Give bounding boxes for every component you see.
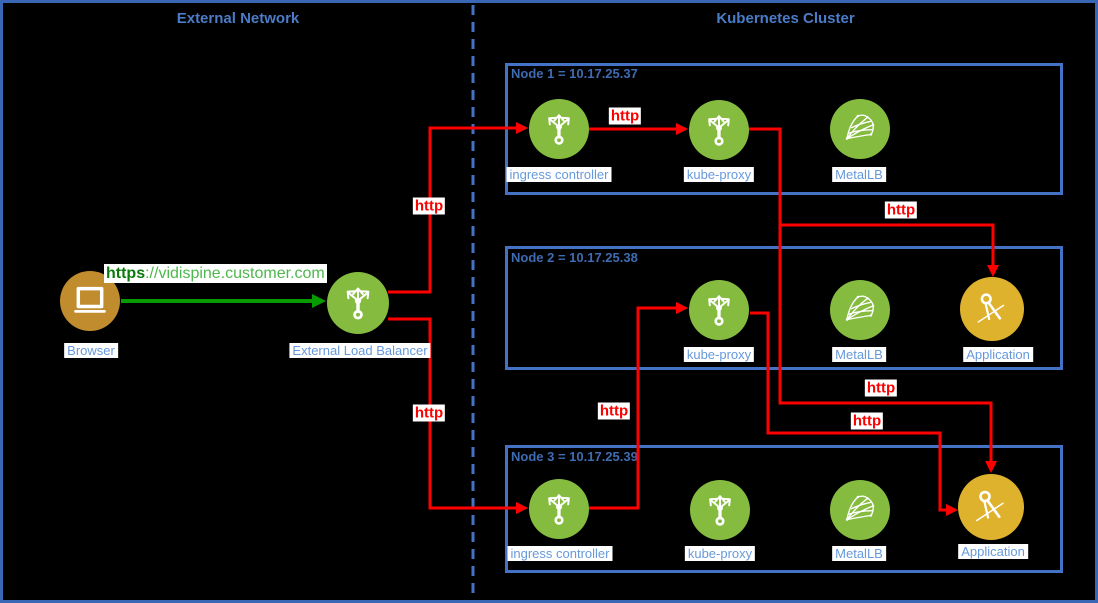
https-url-label: https://vidispine.customer.com — [104, 264, 327, 283]
url-rest-text: ://vidispine.customer.com — [145, 265, 325, 282]
edge-lb-to-node1-ingress-arrowhead — [516, 122, 528, 134]
url-scheme-text: https — [106, 265, 146, 282]
kubernetes-cluster-title: Kubernetes Cluster — [716, 10, 855, 27]
load-balancer-icon — [708, 115, 730, 146]
edge-lb-to-node3-ingress-arrowhead — [516, 502, 528, 514]
node2-title: Node 2 = 10.17.25.38 — [511, 250, 638, 265]
node1-kube-proxy-label: kube-proxy — [683, 167, 755, 182]
application-icon — [976, 490, 1004, 522]
metallb-icon — [845, 295, 875, 321]
node3-kube-proxy-node — [690, 480, 750, 540]
node1-title: Node 1 = 10.17.25.37 — [511, 66, 638, 81]
browser-icon — [74, 286, 106, 313]
metallb-icon — [845, 495, 875, 521]
http-label-node1-kubeproxy-to-node2-app: http — [884, 201, 918, 219]
node2-application-label: Application — [963, 347, 1033, 362]
application-icon — [977, 293, 1005, 323]
node3-application-node — [958, 474, 1024, 540]
external-network-title: External Network — [176, 10, 300, 27]
load-balancer-icon — [708, 295, 730, 326]
external-load-balancer-node — [327, 272, 389, 334]
http-label-lb-to-node1: http — [412, 197, 446, 215]
node1-metallb-node — [830, 99, 890, 159]
node3-title: Node 3 = 10.17.25.39 — [511, 449, 638, 464]
edge-node1-kubeproxy-to-node2-application — [780, 223, 995, 266]
node1-metallb-label: MetalLB — [832, 167, 886, 182]
http-label-node3-ingress-to-node2-kubeproxy: http — [597, 402, 631, 420]
http-label-lb-to-node3: http — [412, 404, 446, 422]
node3-ingress-controller-label: ingress controller — [507, 546, 613, 561]
edge-node3-ingress-to-node2-kubeproxy — [589, 306, 677, 510]
node3-kube-proxy-label: kube-proxy — [684, 546, 756, 561]
edge-node3-ingress-to-node2-kubeproxy-arrowhead — [676, 302, 688, 314]
node2-application-node — [960, 277, 1024, 341]
edge-node1-kubeproxy-to-node3-application-arrowhead — [985, 461, 997, 473]
load-balancer-icon — [548, 494, 570, 525]
node1-ingress-controller-node — [529, 99, 589, 159]
edge-node1-kubeproxy-to-node3-application — [749, 127, 993, 462]
browser-label: Browser — [64, 343, 118, 358]
node1-kube-proxy-node — [689, 100, 749, 160]
external-load-balancer-label: External Load Balancer — [289, 343, 431, 358]
edge-node1-kubeproxy-to-node2-application-arrowhead — [987, 265, 999, 277]
edge-node1-ingress-to-kubeproxy-arrowhead — [676, 123, 688, 135]
node3-application-label: Application — [958, 544, 1028, 559]
edge-lb-to-node1-ingress — [388, 126, 517, 294]
node3-ingress-controller-node — [529, 479, 589, 539]
edge-node2-kubeproxy-to-node3-application-arrowhead — [946, 504, 958, 516]
node2-kube-proxy-label: kube-proxy — [683, 347, 755, 362]
connector-layer — [121, 5, 999, 600]
http-label-node1-kubeproxy-to-node3-app: http — [864, 379, 898, 397]
load-balancer-icon — [548, 114, 570, 145]
http-label-node2-kubeproxy-to-node3-app: http — [850, 412, 884, 430]
node1-ingress-controller-label: ingress controller — [506, 167, 612, 182]
node3-metallb-label: MetalLB — [832, 546, 886, 561]
load-balancer-icon — [346, 287, 370, 320]
edge-node2-kubeproxy-to-node3-application — [750, 311, 947, 512]
node2-kube-proxy-node — [689, 280, 749, 340]
node2-metallb-label: MetalLB — [832, 347, 886, 362]
node3-metallb-node — [830, 480, 890, 540]
node2-metallb-node — [830, 280, 890, 340]
load-balancer-icon — [709, 495, 731, 526]
edge-browser-to-lb-arrowhead — [312, 294, 326, 308]
metallb-icon — [845, 114, 875, 140]
http-label-node1-ingress-to-kubeproxy: http — [608, 107, 642, 125]
node2-box — [505, 246, 1063, 370]
